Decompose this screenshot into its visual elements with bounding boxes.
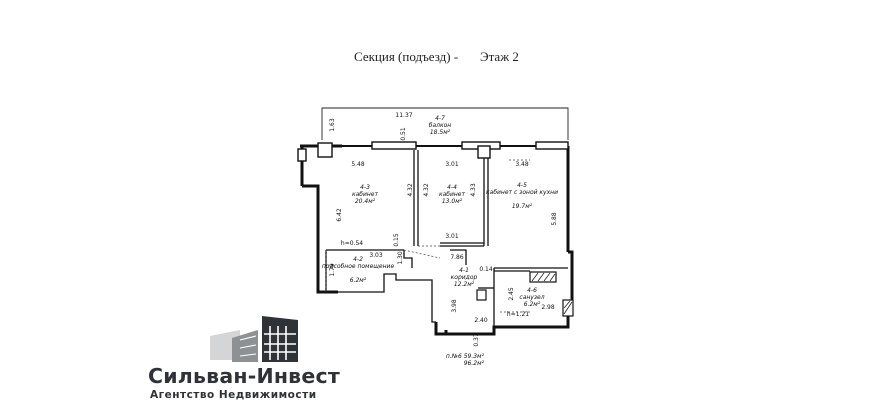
- room-utility: 4-2 подсобное помещение 6.2м²: [322, 256, 395, 284]
- dim-label: 6.42: [336, 208, 343, 222]
- interior-walls: [325, 150, 568, 327]
- area-totals: п.№6 59.3м² 96.2м²: [446, 353, 485, 367]
- room-area: 13.0м²: [442, 198, 463, 205]
- room-area: 12.2м²: [454, 281, 475, 288]
- dim-label: 5.88: [551, 212, 558, 226]
- dim-label: 0.51: [400, 127, 407, 141]
- dim-label: 0.15: [393, 233, 400, 247]
- room-office-kitchen: 4-5 кабинет с зоной кухни 19.7м²: [486, 182, 558, 210]
- shaft-hatch: [531, 272, 573, 315]
- room-id: 4-5: [517, 182, 527, 189]
- dim-label: 0.14: [479, 266, 493, 273]
- room-area: 6.2м²: [524, 301, 541, 308]
- room-area: 6.2м²: [350, 277, 367, 284]
- room-corridor: 4-1 коридор 12.2м²: [451, 267, 478, 288]
- dim-label: 7.86: [450, 254, 464, 261]
- room-balcony: 4-7 балкон 18.5м²: [429, 115, 452, 136]
- company-name: Сильван-Инвест: [148, 364, 340, 388]
- balcony-outline: [321, 107, 569, 140]
- dim-label: 4.32: [407, 183, 414, 197]
- room-id: 4-1: [459, 267, 469, 274]
- room-name: санузел: [519, 294, 544, 301]
- section-label: Секция (подъезд) -: [354, 49, 459, 64]
- dim-label: 1.30: [397, 251, 404, 265]
- room-id: 4-6: [527, 287, 537, 294]
- dim-label: 3.98: [451, 299, 458, 313]
- dim-label: 2.98: [541, 304, 555, 311]
- dashed-lines: [325, 159, 530, 313]
- dim-label: 3.03: [369, 252, 383, 259]
- dim-label: 2.45: [508, 287, 515, 301]
- room-id: 4-2: [353, 256, 363, 263]
- dim-label: 4.32: [423, 183, 430, 197]
- company-subtitle: Агентство Недвижимости: [150, 389, 317, 401]
- room-office-1: 4-3 кабинет 20.4м²: [352, 184, 379, 205]
- top-windows: [371, 141, 569, 150]
- dim-label: 11.37: [395, 112, 412, 119]
- dim-label: 4.33: [470, 183, 477, 197]
- dim-label: 3.01: [445, 233, 459, 240]
- dim-label: 5.48: [351, 161, 365, 168]
- room-area: 20.4м²: [355, 198, 376, 205]
- dim-label: 1.79: [329, 263, 336, 277]
- room-name: балкон: [429, 122, 452, 129]
- room-name: кабинет: [439, 191, 466, 198]
- room-office-2: 4-4 кабинет 13.0м²: [439, 184, 466, 205]
- dim-label: h=1.21: [507, 311, 529, 318]
- living-area-total: п.№6 59.3м²: [446, 353, 485, 360]
- floor-label: Этаж 2: [480, 49, 519, 64]
- total-area: 96.2м²: [464, 360, 485, 367]
- room-name: кабинет: [352, 191, 379, 198]
- room-name: коридор: [451, 274, 478, 281]
- dimension-labels: 11.37 1.63 5.48 0.51 3.01 3.48 4.32 4.32…: [329, 112, 558, 347]
- dim-label: 2.40: [474, 317, 488, 324]
- room-area: 18.5м²: [430, 129, 451, 136]
- plan-header: Секция (подъезд) - Этаж 2: [0, 49, 870, 69]
- room-id: 4-4: [447, 184, 457, 191]
- logo-buildings-icon: [210, 316, 298, 362]
- room-area: 19.7м²: [512, 203, 533, 210]
- room-name: подсобное помещение: [322, 263, 395, 270]
- dim-label: 0.37: [473, 333, 480, 347]
- dim-label: 1.63: [329, 118, 336, 132]
- dim-label: 3.48: [515, 161, 529, 168]
- room-id: 4-7: [435, 115, 445, 122]
- dim-label: 3.01: [445, 161, 459, 168]
- dim-label: h=0.54: [341, 240, 363, 247]
- room-bathroom: 4-6 санузел 6.2м²: [519, 287, 544, 308]
- room-name: кабинет с зоной кухни: [486, 189, 558, 196]
- room-id: 4-3: [360, 184, 370, 191]
